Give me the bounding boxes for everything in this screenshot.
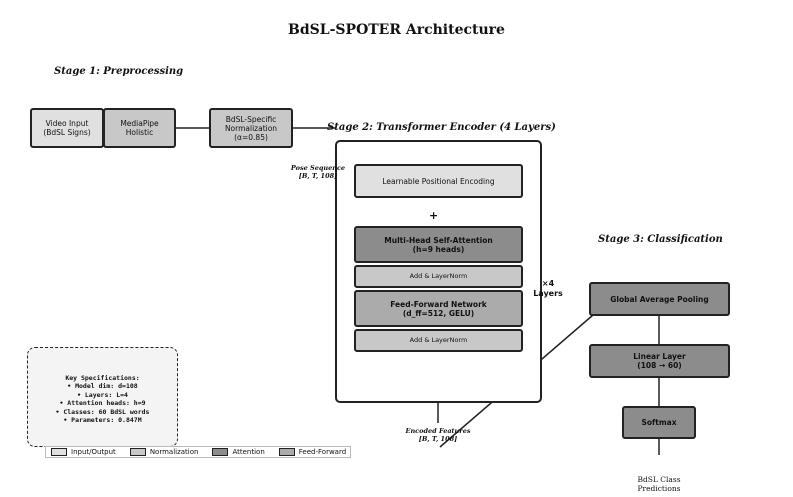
linear-layer-box: Linear Layer (108 → 60) xyxy=(589,344,730,378)
plus-sign: + xyxy=(429,209,439,222)
self-attention-box: Multi-Head Self-Attention (h=9 heads) xyxy=(354,226,523,263)
legend-item: Normalization xyxy=(129,448,199,456)
predictions-label: BdSL Class Predictions xyxy=(637,475,681,493)
add-norm-box-2: Add & LayerNorm xyxy=(354,329,523,352)
legend-item: Feed-Forward xyxy=(278,448,347,456)
specs-item: • Layers: L=4 xyxy=(77,390,128,399)
specs-item: • Model dim: d=108 xyxy=(67,382,138,391)
diagram-title: BdSL-SPOTER Architecture xyxy=(288,22,505,38)
stage1-label: Stage 1: Preprocessing xyxy=(54,66,184,77)
stage3-label: Stage 3: Classification xyxy=(598,234,723,245)
feed-forward-box: Feed-Forward Network (d_ff=512, GELU) xyxy=(354,290,523,327)
legend-item: Attention xyxy=(212,448,265,456)
pooling-box: Global Average Pooling xyxy=(589,282,730,316)
legend-label: Feed-Forward xyxy=(298,448,347,456)
pose-sequence-label: Pose Sequence [B, T, 108] xyxy=(290,164,346,180)
softmax-box: Softmax xyxy=(622,406,696,439)
normalization-box: BdSL-Specific Normalization (α=0.85) xyxy=(209,108,293,148)
legend-label: Normalization xyxy=(149,448,199,456)
legend-swatch xyxy=(212,448,229,456)
legend-swatch xyxy=(129,448,146,456)
legend-label: Input/Output xyxy=(71,448,116,456)
specs-item: • Classes: 60 BdSL words xyxy=(55,407,150,416)
video-input-box: Video Input (BdSL Signs) xyxy=(30,108,104,148)
mediapipe-box: MediaPipe Holistic xyxy=(103,108,176,148)
specs-heading: Key Specifications: xyxy=(65,374,140,382)
repeat-layers-label: ×4 Layers xyxy=(533,279,563,298)
stage2-label: Stage 2: Transformer Encoder (4 Layers) xyxy=(327,122,556,133)
add-norm-box-1: Add & LayerNorm xyxy=(354,265,523,288)
legend-label: Attention xyxy=(232,448,265,456)
legend: Input/Output Normalization Attention Fee… xyxy=(45,446,351,458)
key-specifications-box: Key Specifications: • Model dim: d=108 •… xyxy=(27,347,178,447)
specs-item: • Parameters: 0.847M xyxy=(63,416,142,425)
specs-item: • Attention heads: h=9 xyxy=(59,399,146,408)
positional-encoding-box: Learnable Positional Encoding xyxy=(354,164,523,198)
legend-swatch xyxy=(51,448,67,456)
legend-swatch xyxy=(278,448,295,456)
legend-item: Input/Output xyxy=(51,448,116,456)
encoded-features-label: Encoded Features [B, T, 108] xyxy=(405,427,471,443)
